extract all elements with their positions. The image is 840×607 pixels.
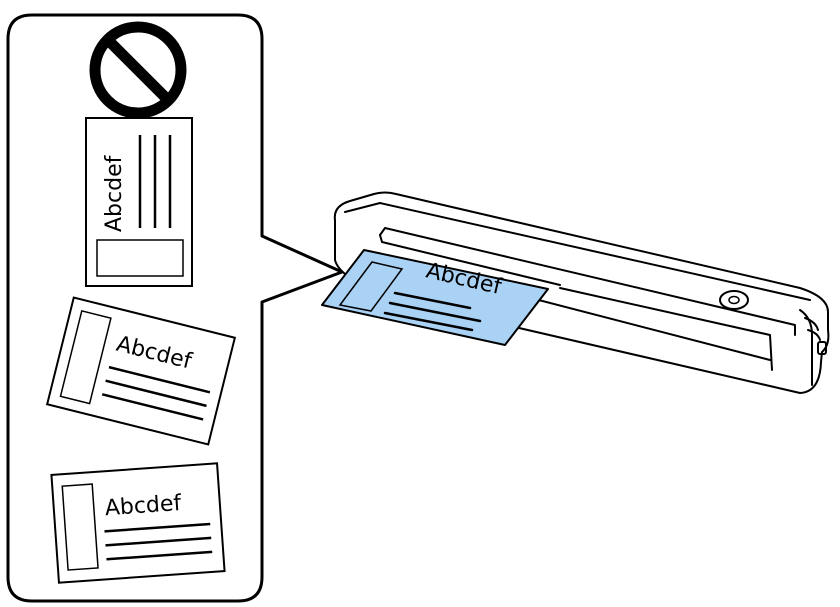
- scanner-front-panel: [559, 287, 773, 371]
- card-tilted-lines: [101, 365, 211, 421]
- inserted-card-shape: [321, 249, 549, 346]
- scanner-port: [817, 341, 827, 355]
- card-slightly-tilted-photo-box: [61, 483, 99, 571]
- card-vertical-text: Abcdef: [102, 154, 127, 232]
- card-slightly-tilted-shape: [50, 462, 226, 584]
- card-vertical-photo-box: [96, 239, 184, 277]
- inserted-card-photo-box: [338, 261, 404, 312]
- scanner-feed-slot: [379, 227, 796, 336]
- card-tilted: Abcdef: [45, 296, 237, 446]
- card-tilted-shape: [45, 296, 237, 446]
- prohibited-icon: [89, 21, 187, 119]
- scanner-end-cap: [799, 309, 813, 386]
- scanner-end-lines: [804, 317, 821, 341]
- scanner: [333, 191, 830, 394]
- card-tilted-photo-box: [59, 309, 112, 405]
- card-slightly-tilted-lines: [104, 522, 213, 561]
- card-vertical-incorrect: Abcdef: [85, 117, 193, 287]
- scanner-front-face: [379, 234, 561, 286]
- scanner-top-edge: [344, 202, 811, 301]
- card-slightly-tilted: Abcdef: [50, 462, 226, 584]
- card-slightly-tilted-text: Abcdef: [104, 491, 183, 521]
- inserted-card-lines: [383, 291, 482, 332]
- card-vertical-lines: [138, 135, 172, 228]
- power-button-inner: [728, 295, 740, 305]
- scanner-lower-edge: [499, 289, 771, 361]
- power-button-icon[interactable]: [719, 290, 749, 310]
